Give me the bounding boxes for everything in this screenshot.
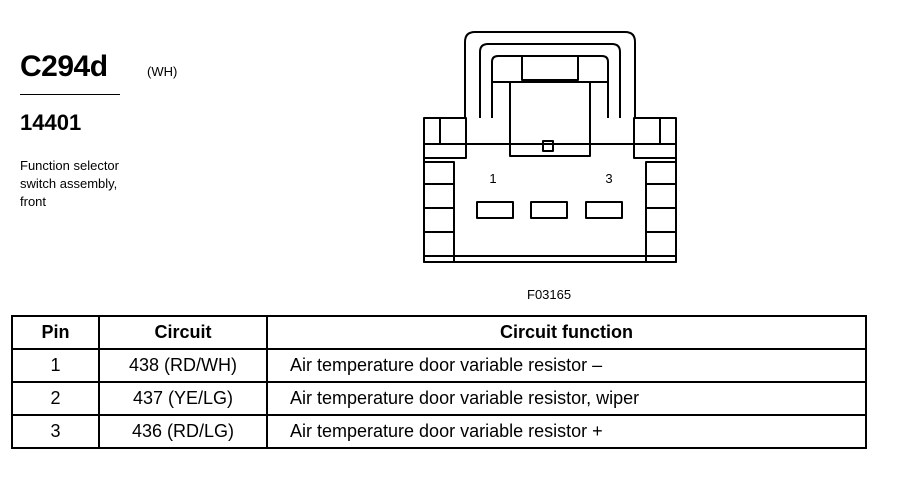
description-line-2: switch assembly, xyxy=(20,176,118,191)
column-header-circuit-function: Circuit function xyxy=(266,315,867,350)
pin-cell: 3 xyxy=(11,414,100,449)
pin-label-1: 1 xyxy=(489,171,496,186)
table-row: 2 437 (YE/LG) Air temperature door varia… xyxy=(11,381,867,416)
pin-cell: 1 xyxy=(11,348,100,383)
circuit-function-cell: Air temperature door variable resistor + xyxy=(266,414,867,449)
circuit-function-cell: Air temperature door variable resistor – xyxy=(266,348,867,383)
circuit-cell: 437 (YE/LG) xyxy=(98,381,268,416)
right-shoulder xyxy=(633,117,677,159)
connector-color: (WH) xyxy=(147,64,178,79)
polarization-key xyxy=(542,140,554,152)
terminal-cavity-3 xyxy=(585,201,623,219)
part-number: 14401 xyxy=(20,110,82,135)
circuit-function-cell: Air temperature door variable resistor, … xyxy=(266,381,867,416)
latch-outer-loop xyxy=(464,31,636,118)
latch-tab xyxy=(521,55,579,81)
pin-label-3: 3 xyxy=(605,171,612,186)
table-row: 1 438 (RD/WH) Air temperature door varia… xyxy=(11,348,867,383)
right-rib xyxy=(645,161,677,263)
latch-middle-loop xyxy=(479,43,621,118)
pinout-table: Pin Circuit Circuit function 1 438 (RD/W… xyxy=(11,315,867,449)
circuit-cell: 438 (RD/WH) xyxy=(98,348,268,383)
component-description: Function selector switch assembly, front xyxy=(20,157,180,211)
connector-id-underline xyxy=(20,94,120,95)
column-header-circuit: Circuit xyxy=(98,315,268,350)
pin-cell: 2 xyxy=(11,381,100,416)
table-row: 3 436 (RD/LG) Air temperature door varia… xyxy=(11,414,867,449)
center-housing xyxy=(509,81,591,157)
terminal-cavity-1 xyxy=(476,201,514,219)
terminal-cavity-2 xyxy=(530,201,568,219)
description-line-1: Function selector xyxy=(20,158,119,173)
connector-id: C294d xyxy=(20,50,108,83)
column-header-pin: Pin xyxy=(11,315,100,350)
connector-face-drawing: 1 3 xyxy=(423,31,677,263)
left-rib xyxy=(423,161,455,263)
table-header-row: Pin Circuit Circuit function xyxy=(11,315,867,350)
description-line-3: front xyxy=(20,194,47,209)
left-shoulder xyxy=(423,117,467,159)
figure-code: F03165 xyxy=(527,287,572,302)
circuit-cell: 436 (RD/LG) xyxy=(98,414,268,449)
